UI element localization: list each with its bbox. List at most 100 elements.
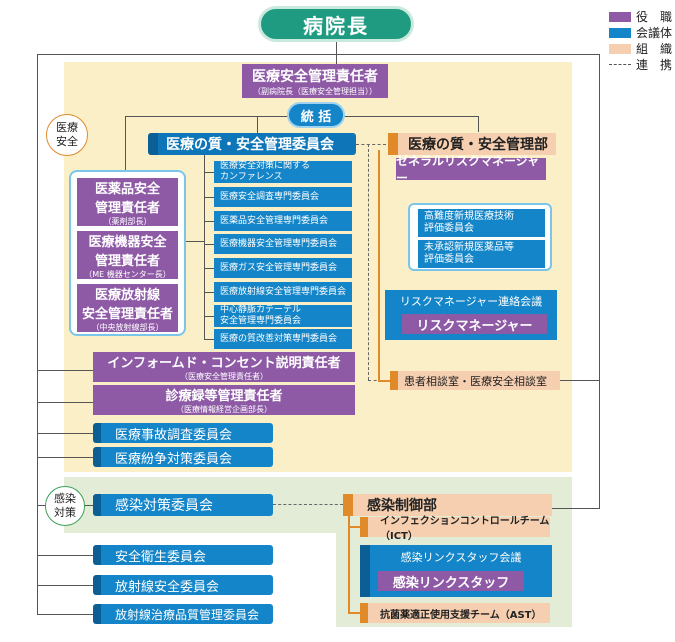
manager-title: 医療機器安全 — [88, 234, 167, 250]
infection-control-department: 感染制御部 — [343, 494, 552, 516]
device-safety-manager: 医療機器安全 管理責任者 （ME 機器センター長） — [77, 231, 178, 279]
legend-position: 役 職 — [609, 8, 672, 25]
legend-swatch-purple — [609, 11, 631, 22]
advanced-tech-eval-committee: 高難度新規医療技術 評価委員会 — [418, 209, 545, 237]
dept-trunk — [378, 150, 380, 382]
zone-label-line: 安全 — [56, 135, 78, 148]
committee-branch — [204, 292, 214, 293]
records-link — [37, 402, 93, 403]
tokatsu-right-drop — [478, 116, 479, 132]
right-trunk — [599, 54, 600, 509]
legend-swatch-blue — [609, 27, 631, 38]
managers-link — [186, 241, 204, 242]
dispute-link — [37, 457, 93, 458]
committee-branch — [204, 339, 214, 340]
informed-consent-officer: インフォームド・コンセント説明責任者 （医療安全管理責任者） — [93, 352, 355, 382]
ast-branch — [348, 612, 360, 614]
radiation-safety-committee: 放射線安全委員会 — [93, 575, 273, 595]
infection-zone-label: 感染 対策 — [45, 486, 85, 526]
manager-title: 安全管理責任者 — [81, 306, 173, 322]
committee-branch — [204, 172, 214, 173]
tokatsu-badge: 統 括 — [287, 102, 345, 128]
general-risk-manager: ゼネラルリスクマネージャー — [396, 154, 546, 185]
ic-subtitle: （医療安全管理責任者） — [180, 372, 268, 381]
radiotherapy-link — [37, 614, 93, 615]
patient-consultation-office: 患者相談室・医療安全相談室 — [390, 371, 560, 390]
zone-label-line: 感染 — [54, 492, 76, 505]
quality-safety-department: 医療の質・安全管理部 — [388, 133, 556, 155]
infection-dept-link — [552, 508, 600, 509]
legend-label: 役 職 — [636, 10, 673, 24]
committee-text: 医療放射線安全管理専門委員会 — [220, 286, 347, 297]
committee-tree-trunk — [204, 152, 205, 340]
committee-text: 医療機器安全管理専門委員会 — [220, 238, 338, 249]
officer-subtitle: （副病院長（医療安全管理担当）） — [253, 86, 377, 96]
officer-title: 医療安全管理責任者 — [252, 68, 378, 85]
committee-text: 未承認新規医薬品等 — [424, 242, 514, 253]
committee-text: カンファレンス — [220, 172, 283, 182]
manager-title: 医療放射線 — [94, 287, 160, 303]
ast-team: 抗菌薬適正使用支援チーム（AST） — [360, 603, 550, 623]
link-staff-meeting-label: 感染リンクスタッフ会議 — [400, 551, 522, 564]
records-title: 診療録等管理責任者 — [165, 389, 283, 404]
manager-subtitle: （薬剤部長） — [103, 216, 152, 226]
ic-link — [37, 370, 93, 371]
zone-label-line: 医療 — [56, 121, 78, 134]
legend-collaboration: 連 携 — [609, 56, 672, 73]
top-connector — [37, 54, 600, 55]
hygiene-link — [37, 555, 93, 556]
committee-text: 評価委員会 — [424, 254, 474, 265]
zone-label-line: 対策 — [54, 506, 76, 519]
committee-branch — [204, 244, 214, 245]
committee-text: 評価委員会 — [424, 223, 474, 234]
dept-consult-branch — [378, 380, 390, 382]
radiotherapy-quality-committee: 放射線治療品質管理委員会 — [93, 604, 273, 624]
unapproved-drug-eval-committee: 未承認新規医薬品等 評価委員会 — [418, 240, 545, 268]
accident-investigation-committee: 医療事故調査委員会 — [93, 423, 273, 443]
manager-subtitle: （中央放射線部長） — [91, 322, 164, 332]
hospital-director: 病院長 — [258, 6, 414, 42]
manager-title: 医薬品安全 — [94, 181, 160, 197]
risk-manager-meeting-label: リスクマネージャー連絡会議 — [399, 295, 543, 308]
committee-item: 医療放射線安全管理専門委員会 — [214, 282, 352, 302]
committee-text: 安全管理専門委員会 — [220, 316, 302, 326]
dispute-committee: 医療紛争対策委員会 — [93, 447, 273, 467]
committee-item: 医療の質改善対策専門委員会 — [214, 329, 352, 349]
collab-line-2 — [273, 504, 343, 505]
ict-team: インフェクションコントロールチーム（ICT） — [360, 516, 550, 542]
manager-title: 管理責任者 — [94, 253, 160, 269]
committee-text: 高難度新規医療技術 — [424, 211, 514, 222]
legend-meeting: 会議体 — [609, 24, 672, 41]
risk-manager: リスクマネージャー — [402, 314, 547, 334]
medical-safety-zone-label: 医療 安全 — [46, 114, 88, 156]
infection-control-committee: 感染対策委員会 — [93, 494, 273, 516]
committee-text: 医療の質改善対策専門委員会 — [220, 333, 338, 344]
collab-line-3 — [368, 144, 369, 380]
committee-item: 医薬品安全管理専門委員会 — [214, 211, 352, 231]
radiation-link — [37, 585, 93, 586]
drug-safety-manager: 医薬品安全 管理責任者 （薬剤部長） — [77, 178, 178, 226]
legend-label: 会議体 — [636, 26, 673, 40]
manager-subtitle: （ME 機器センター長） — [84, 269, 171, 279]
tokatsu-mid-drop — [257, 116, 258, 133]
medical-records-officer: 診療録等管理責任者 （医療情報経営企画部長） — [93, 385, 355, 415]
committee-item: 医療安全調査専門委員会 — [214, 187, 352, 207]
quality-safety-committee: 医療の質・安全管理委員会 — [148, 133, 356, 155]
medical-safety-officer: 医療安全管理責任者 （副病院長（医療安全管理担当）） — [242, 64, 388, 98]
consult-link — [560, 380, 600, 381]
committee-text: 医療安全対策に関する — [220, 161, 311, 171]
tokatsu-left-drop — [125, 116, 126, 170]
committee-text: 医療ガス安全管理専門委員会 — [220, 262, 338, 273]
left-trunk — [37, 54, 38, 614]
committee-branch — [204, 268, 214, 269]
legend-swatch-dashed — [609, 64, 631, 65]
committee-item: 医療安全対策に関するカンファレンス — [214, 161, 352, 183]
committee-text: 医薬品安全管理専門委員会 — [220, 215, 329, 226]
radiation-safety-manager: 医療放射線 安全管理責任者 （中央放射線部長） — [77, 284, 178, 332]
health-safety-committee: 安全衛生委員会 — [93, 545, 273, 565]
link-staff: 感染リンクスタッフ — [378, 571, 524, 591]
records-subtitle: （医療情報経営企画部長） — [176, 405, 272, 414]
infection-dept-trunk — [348, 514, 350, 614]
committee-branch — [204, 197, 214, 198]
legend-label: 連 携 — [636, 58, 673, 72]
